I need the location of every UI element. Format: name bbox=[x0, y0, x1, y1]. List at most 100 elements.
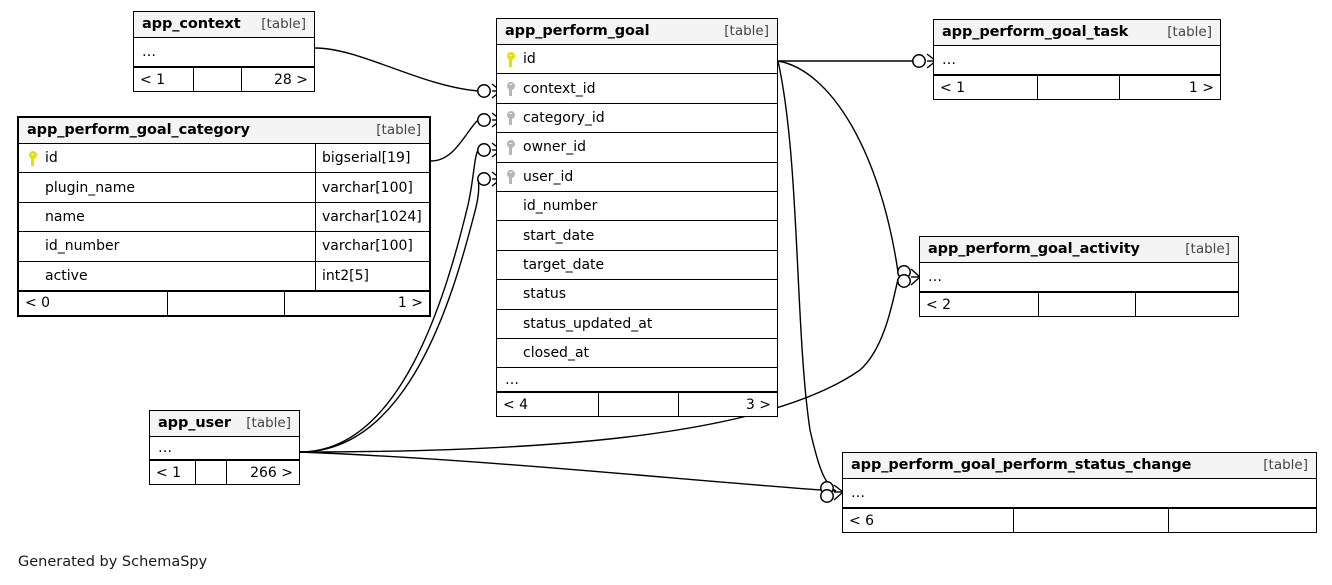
column-name: start_date bbox=[523, 227, 595, 244]
column-name: category_id bbox=[523, 109, 605, 126]
foreign-key-icon bbox=[505, 169, 516, 185]
table-app-perform-goal-activity[interactable]: app_perform_goal_activity [table] … < 2 bbox=[919, 236, 1239, 318]
column-name: status_updated_at bbox=[523, 315, 653, 332]
footer-middle bbox=[1036, 76, 1120, 100]
table-title: app_perform_goal bbox=[505, 23, 650, 39]
footer-left: < 4 bbox=[503, 396, 529, 413]
column-cell: id_number bbox=[19, 238, 315, 254]
table-row: … bbox=[134, 38, 314, 68]
table-row-user-id: user_id bbox=[497, 163, 777, 192]
column-name: owner_id bbox=[523, 139, 587, 156]
footer-left: < 2 bbox=[926, 296, 952, 313]
column-type: varchar[100] bbox=[315, 232, 429, 261]
column-cell: plugin_name bbox=[19, 180, 315, 196]
table-row-id-number: id_number varchar[100] bbox=[19, 232, 429, 262]
table-title: app_context bbox=[142, 16, 241, 32]
table-title: app_perform_goal_perform_status_change bbox=[851, 457, 1192, 473]
footer-left: < 6 bbox=[849, 512, 875, 529]
primary-key-icon bbox=[27, 151, 38, 166]
footer-middle bbox=[597, 393, 679, 417]
table-title: app_perform_goal_task bbox=[942, 24, 1129, 40]
table-row-start-date: start_date bbox=[497, 221, 777, 251]
column-cell: start_date bbox=[497, 228, 777, 244]
table-app-perform-goal-category[interactable]: app_perform_goal_category [table] id big… bbox=[17, 116, 431, 317]
column-name: context_id bbox=[523, 80, 596, 97]
footer-left: < 0 bbox=[25, 295, 51, 312]
primary-key-icon bbox=[505, 52, 516, 67]
column-cell: owner_id bbox=[497, 139, 777, 155]
table-footer: < 1 1 > bbox=[934, 75, 1220, 100]
table-tag: [table] bbox=[376, 122, 421, 138]
table-tag: [table] bbox=[246, 415, 291, 431]
column-cell: target_date bbox=[497, 257, 777, 273]
table-footer: < 1 266 > bbox=[150, 460, 299, 484]
table-header: app_context [table] bbox=[134, 12, 314, 38]
column-name: plugin_name bbox=[45, 179, 136, 196]
column-cell: id bbox=[497, 51, 777, 67]
table-header: app_perform_goal_category [table] bbox=[19, 118, 429, 144]
column-type: bigserial[19] bbox=[315, 144, 429, 173]
footer-right: 28 > bbox=[273, 71, 308, 88]
column-type: varchar[1024] bbox=[315, 202, 429, 232]
column-name: name bbox=[45, 208, 85, 225]
table-tag: [table] bbox=[1263, 457, 1308, 473]
table-row-closed-at: closed_at bbox=[497, 339, 777, 369]
table-row-id-number: id_number bbox=[497, 192, 777, 222]
column-name: target_date bbox=[523, 256, 605, 273]
column-name: active bbox=[45, 267, 88, 284]
table-app-perform-goal-task[interactable]: app_perform_goal_task [table] … < 1 1 > bbox=[933, 19, 1221, 101]
table-header: app_perform_goal_task [table] bbox=[934, 20, 1220, 46]
table-app-user[interactable]: app_user [table] … < 1 266 > bbox=[149, 410, 300, 485]
row-ellipsis: … bbox=[505, 371, 520, 388]
table-row-owner-id: owner_id bbox=[497, 133, 777, 163]
table-row: … bbox=[497, 368, 777, 393]
table-row: … bbox=[150, 437, 299, 460]
footer-right: 266 > bbox=[250, 464, 293, 481]
foreign-key-icon bbox=[505, 110, 516, 126]
table-tag: [table] bbox=[724, 23, 769, 39]
column-name: user_id bbox=[523, 168, 574, 185]
column-cell: status bbox=[497, 286, 777, 302]
table-row-status: status bbox=[497, 280, 777, 310]
table-row-id: id bbox=[497, 45, 777, 75]
table-title: app_perform_goal_activity bbox=[928, 241, 1140, 257]
column-name: id_number bbox=[523, 198, 598, 215]
footer-middle bbox=[1037, 293, 1137, 317]
footer-right bbox=[1136, 293, 1238, 316]
footer-left: < 1 bbox=[156, 464, 182, 481]
table-row-category-id: category_id bbox=[497, 104, 777, 134]
column-cell: status_updated_at bbox=[497, 316, 777, 332]
foreign-key-icon bbox=[505, 140, 516, 155]
table-footer: < 6 bbox=[843, 508, 1316, 533]
table-header: app_perform_goal_perform_status_change [… bbox=[843, 453, 1316, 479]
table-row: … bbox=[920, 263, 1238, 293]
table-app-context[interactable]: app_context [table] … < 1 28 > bbox=[133, 11, 315, 93]
footer-left: < 1 bbox=[940, 79, 966, 96]
footer-left: < 1 bbox=[140, 71, 166, 88]
table-row-context-id: context_id bbox=[497, 74, 777, 104]
table-tag: [table] bbox=[261, 16, 306, 32]
column-cell: id_number bbox=[497, 198, 777, 214]
column-cell: name bbox=[19, 209, 315, 225]
table-row: … bbox=[934, 46, 1220, 76]
table-row-id: id bigserial[19] bbox=[19, 144, 429, 174]
column-name: id_number bbox=[45, 238, 120, 255]
row-ellipsis: … bbox=[928, 269, 943, 286]
table-tag: [table] bbox=[1185, 241, 1230, 257]
table-app-perform-goal-perform-status-change[interactable]: app_perform_goal_perform_status_change [… bbox=[842, 452, 1317, 534]
footer-middle bbox=[194, 461, 228, 484]
table-row-target-date: target_date bbox=[497, 251, 777, 281]
footer-right bbox=[1169, 509, 1316, 532]
table-footer: < 1 28 > bbox=[134, 67, 314, 92]
table-app-perform-goal[interactable]: app_perform_goal [table] id context_id c… bbox=[496, 18, 778, 418]
table-row-name: name varchar[1024] bbox=[19, 202, 429, 233]
column-type: int2[5] bbox=[315, 261, 429, 290]
table-footer: < 2 bbox=[920, 292, 1238, 317]
column-name: id bbox=[523, 51, 536, 68]
row-ellipsis: … bbox=[851, 485, 866, 502]
row-ellipsis: … bbox=[942, 52, 957, 69]
column-name: status bbox=[523, 286, 567, 303]
table-row-active: active int2[5] bbox=[19, 261, 429, 291]
row-ellipsis: … bbox=[142, 44, 157, 61]
generator-credit: Generated by SchemaSpy bbox=[18, 554, 208, 570]
